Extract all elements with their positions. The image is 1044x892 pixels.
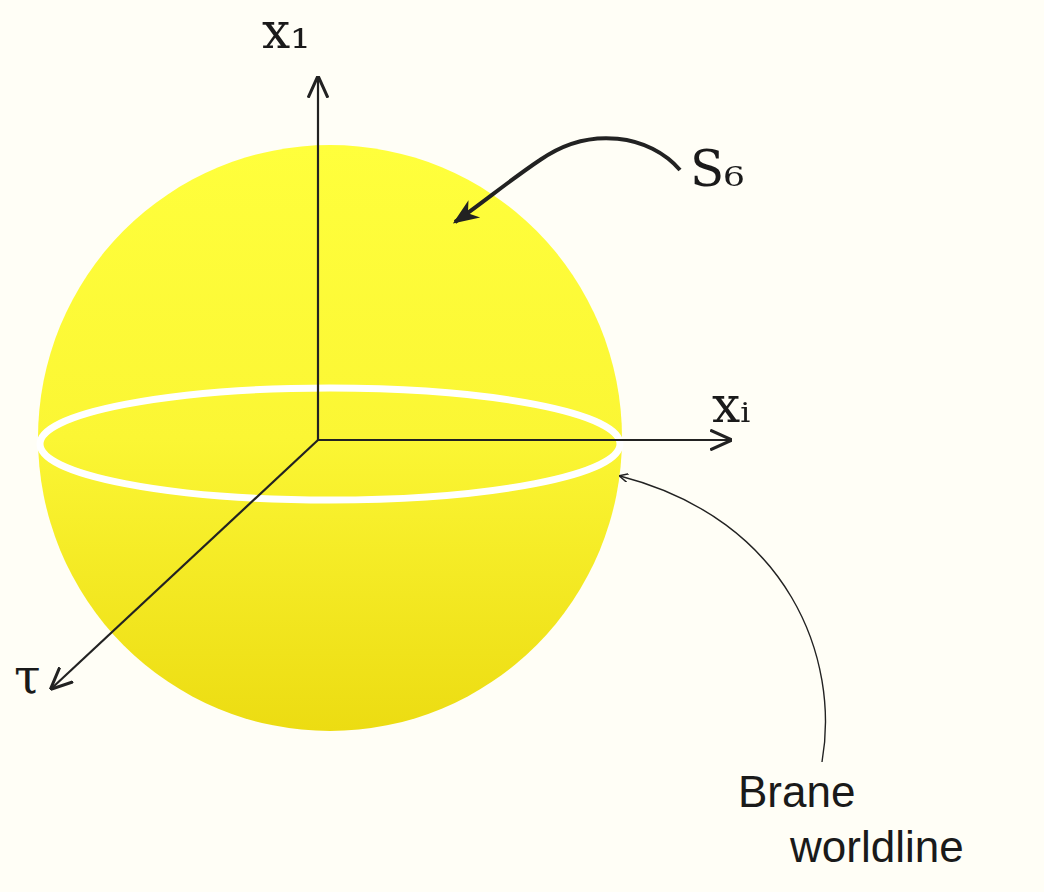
- callout-label: Brane worldline: [738, 764, 1040, 874]
- axis-label: xᵢ: [712, 374, 750, 437]
- axis-xi: [318, 439, 730, 441]
- pointer-arrow: [455, 138, 680, 222]
- brane-worldline-ring: [40, 388, 620, 500]
- axis-label: τ: [14, 646, 41, 706]
- axis-label: x₁: [262, 0, 310, 63]
- axis-x1: [317, 78, 319, 440]
- sphere: [38, 145, 622, 731]
- leader-line: [620, 476, 825, 762]
- axis-tau: [52, 440, 318, 688]
- manifold-label: S₆: [690, 138, 744, 201]
